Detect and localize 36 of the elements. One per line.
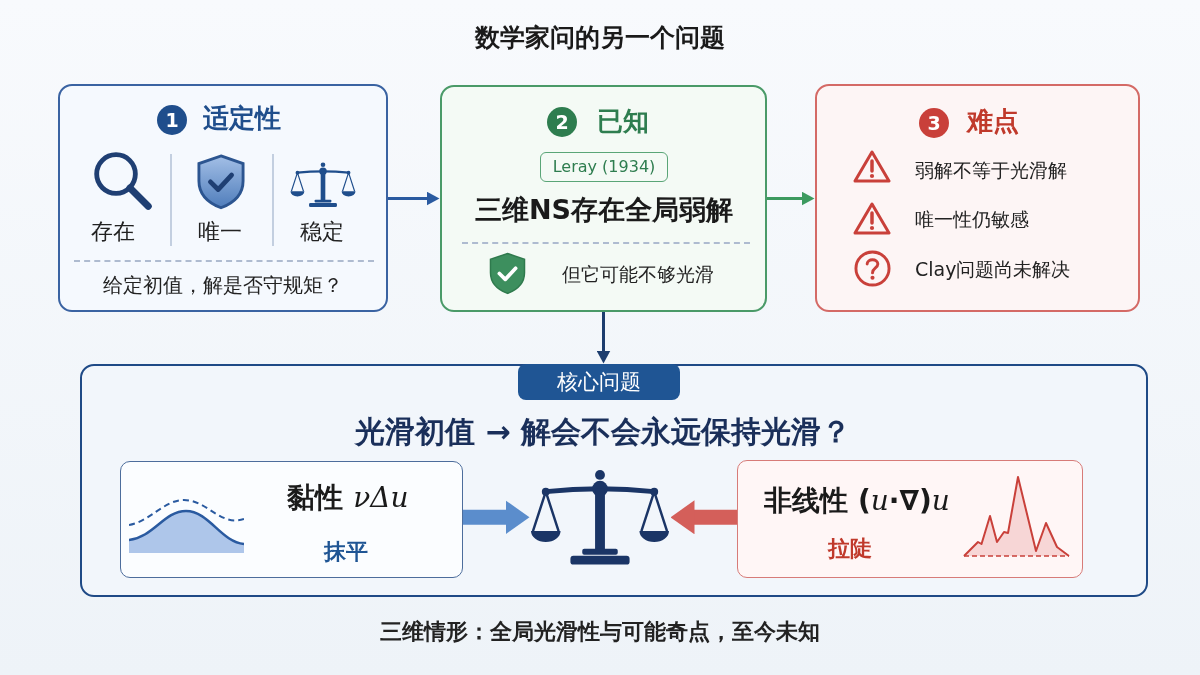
number-badge: 3 <box>919 108 949 138</box>
panel-card <box>440 85 767 312</box>
section-tab: 核心问题 <box>518 364 680 400</box>
arrow <box>463 500 530 535</box>
arrow <box>596 312 611 364</box>
panel-heading: 适定性 <box>203 102 281 135</box>
number-badge: 1 <box>157 105 187 135</box>
arrow <box>670 500 737 535</box>
icon-caption: 存在 <box>91 218 135 246</box>
statement-text: Clay问题尚未解决 <box>915 257 1071 282</box>
statement-text: 给定初值，解是否守规矩？ <box>103 272 343 298</box>
arrow <box>388 191 440 206</box>
arrow <box>767 191 815 206</box>
diagram-title: 数学家问的另一个问题 <box>475 22 725 54</box>
panel-heading: 已知 <box>597 105 649 138</box>
term-formula: 非线性 (u·∇)u <box>764 483 950 519</box>
statement-text: 唯一性仍敏感 <box>915 207 1029 232</box>
citation-tag: Leray (1934) <box>540 152 668 182</box>
question-heading: 光滑初值 → 解会不会永远保持光滑？ <box>355 413 851 451</box>
icon-caption: 稳定 <box>300 218 344 246</box>
statement-text: 三维NS存在全局弱解 <box>475 193 733 227</box>
term-card <box>737 460 1083 578</box>
effect-label: 拉陡 <box>828 535 872 563</box>
balance-scale-picture <box>530 469 670 566</box>
term-card <box>120 461 463 578</box>
icon-caption: 唯一 <box>198 218 242 246</box>
panel-card <box>80 364 1148 597</box>
panel-card <box>58 84 388 312</box>
statement-text: 弱解不等于光滑解 <box>915 158 1067 183</box>
term-formula: 黏性 νΔu <box>287 480 409 516</box>
effect-label: 抹平 <box>324 538 368 566</box>
panel-card <box>815 84 1140 312</box>
number-badge: 2 <box>547 107 577 137</box>
panel-heading: 难点 <box>967 105 1019 138</box>
statement-text: 但它可能不够光滑 <box>562 262 714 287</box>
diagram-caption: 三维情形：全局光滑性与可能奇点，至今未知 <box>380 618 820 646</box>
